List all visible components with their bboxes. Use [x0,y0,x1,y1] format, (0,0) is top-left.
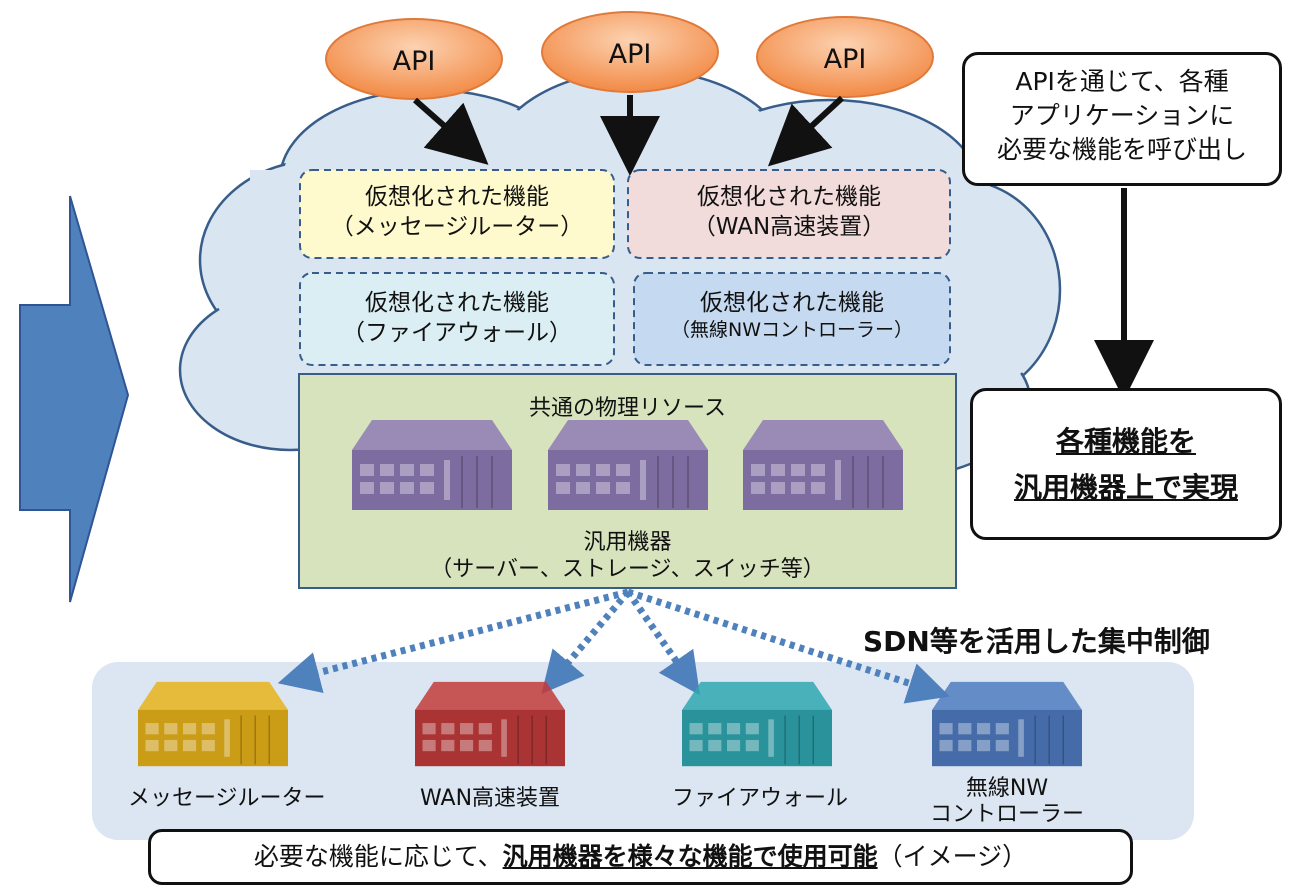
wan-device-icon [415,681,565,767]
caption-prefix: 必要な機能に応じて、 [253,842,503,871]
note-line: 各種機能を [1055,425,1196,458]
vf-box-router [299,169,615,259]
physical-title: 共通の物理リソース [529,396,726,421]
api-arrow-3 [767,95,845,167]
vf-name: （ファイアウォール） [342,320,572,347]
control-arrow-3 [625,589,701,696]
server-icon-3 [743,420,903,510]
control-arrow-1 [277,588,629,694]
sdn-label: SDN等を活用した集中制御 [863,625,1210,658]
note-line: APIを通じて、各種 [1015,67,1229,96]
vf-title: 仮想化された機能 [697,184,881,210]
physical-device-examples: （サーバー、ストレージ、スイッチ等） [430,557,825,582]
device-label-line: 無線NW [965,776,1049,801]
vf-label-wireless: 仮想化された機能 （無線NWコントローラー） [634,288,950,343]
vf-title: 仮想化された機能 [365,290,549,316]
device-label-line: コントローラー [929,802,1084,828]
caption-emphasis: 汎用機器を様々な機能で使用可能 [502,842,878,871]
vf-label-firewall: 仮想化された機能 （ファイアウォール） [300,288,614,349]
api-bubble-2 [541,11,719,93]
router-device-icon [138,681,288,767]
note-line: 汎用機器上で実現 [1013,471,1238,505]
api-arrow-1 [413,97,489,165]
transition-arrow [19,195,130,603]
vf-box-wan [627,169,951,259]
api-label-2: API [608,39,652,70]
wireless-device-icon [932,681,1082,767]
device-label-wireless: 無線NW コントローラー [922,776,1092,829]
physical-device-label: 汎用機器 [583,530,672,555]
device-panel [92,662,1194,840]
note-line: アプリケーションに [1009,101,1235,130]
server-icon-2 [548,420,708,510]
bottom-caption: 必要な機能に応じて、汎用機器を様々な機能で使用可能（イメージ） [148,829,1133,885]
vf-title: 仮想化された機能 [365,184,549,210]
vf-box-wireless [633,272,951,366]
api-bubble-3 [756,16,934,98]
note-api-call: APIを通じて、各種 アプリケーションに 必要な機能を呼び出し [962,52,1282,186]
vf-name: （WAN高速装置） [692,214,886,241]
device-label-firewall: ファイアウォール [672,786,849,811]
control-arrow-2 [541,589,631,695]
vf-name: （メッセージルーター） [330,214,584,241]
caption-suffix: （イメージ） [877,842,1028,871]
firewall-device-icon [682,681,832,767]
vf-label-router: 仮想化された機能 （メッセージルーター） [300,182,614,243]
control-arrow-4 [626,588,950,704]
vf-box-firewall [299,272,615,366]
note-result: 各種機能を 汎用機器上で実現 [970,388,1282,540]
api-label-1: API [392,46,436,77]
api-bubble-1 [325,18,503,100]
api-label-3: API [823,44,867,75]
vf-name: （無線NWコントローラー） [670,319,913,342]
vf-title: 仮想化された機能 [700,290,884,316]
device-label-wan: WAN高速装置 [419,786,561,811]
vf-label-wan: 仮想化された機能 （WAN高速装置） [628,182,950,243]
device-label-router: メッセージルーター [128,786,326,811]
server-icon-1 [352,420,512,510]
note-line: 必要な機能を呼び出し [996,135,1247,164]
